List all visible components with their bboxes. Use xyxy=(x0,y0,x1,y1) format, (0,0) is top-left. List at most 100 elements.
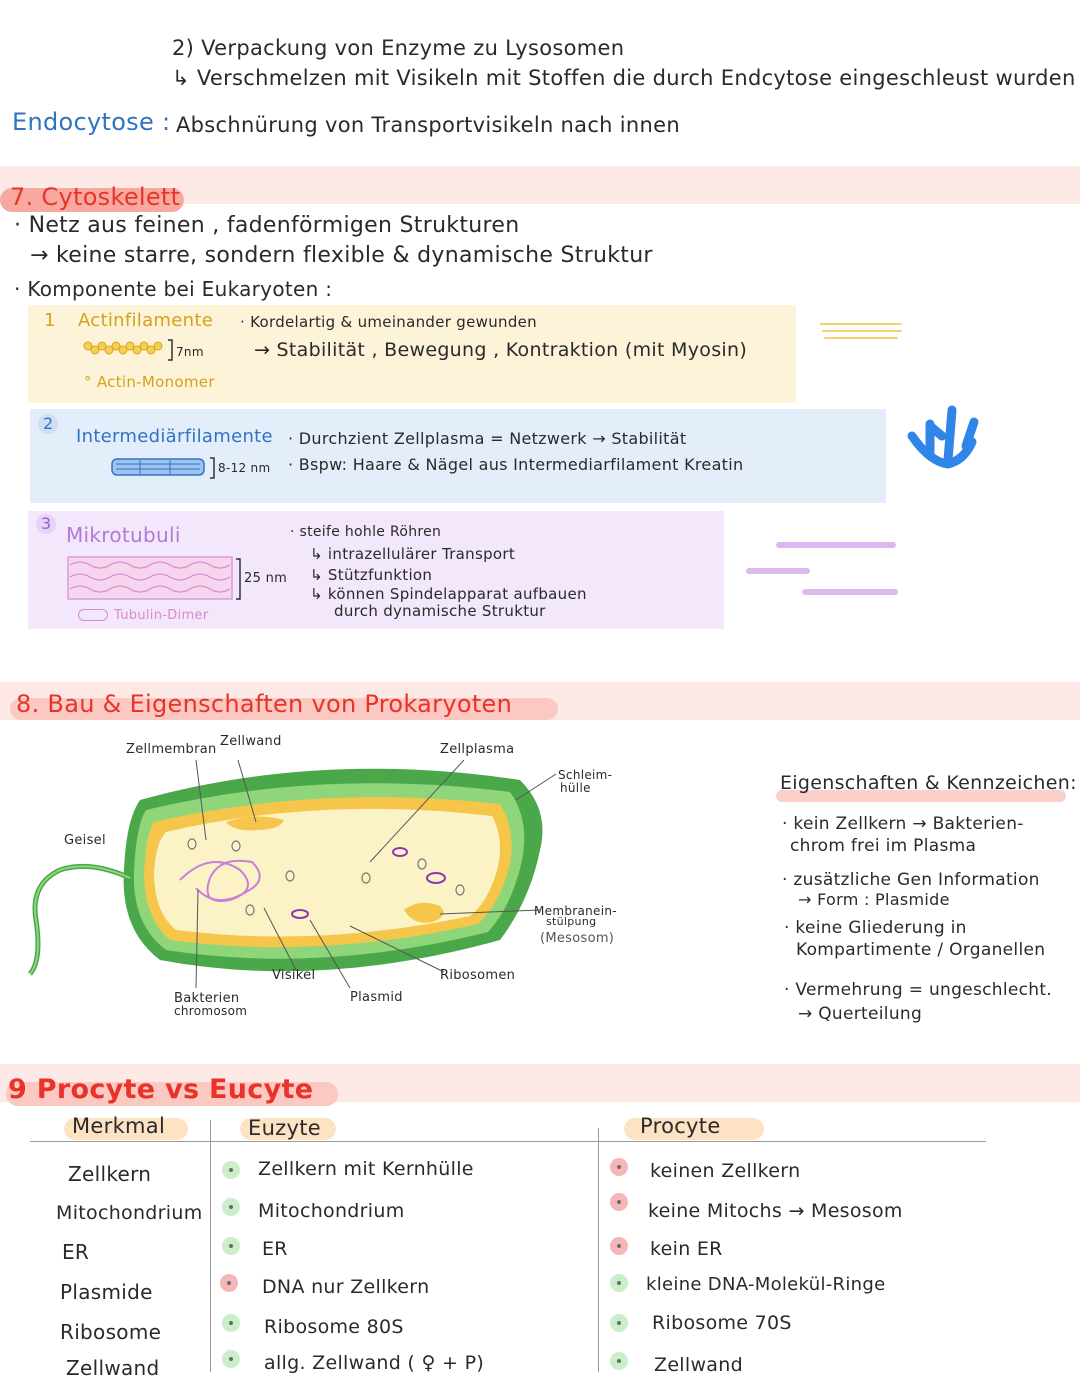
eucyte-green-dot xyxy=(222,1198,240,1216)
cytoskeleton-line2: → keine starre, sondern flexible & dynam… xyxy=(30,243,653,268)
cytoskeleton-line3: · Komponente bei Eukaryoten : xyxy=(14,277,333,301)
microtubule-desc2: ↳ intrazellulärer Transport xyxy=(310,545,516,563)
microtubule-name: Mikrotubuli xyxy=(66,523,181,547)
row-merkmal: Zellwand xyxy=(66,1356,160,1380)
table-col-divider xyxy=(598,1128,599,1372)
actin-name: Actinfilamente xyxy=(78,310,214,331)
header-procyte-highlight xyxy=(624,1118,764,1140)
row-procyte: kleine DNA-Molekül-Ringe xyxy=(646,1274,886,1295)
microtubule-deco-line xyxy=(746,568,810,574)
row-merkmal: Mitochondrium xyxy=(56,1202,203,1224)
header-merkmal-highlight xyxy=(64,1118,188,1140)
label-zellmembran: Zellmembran xyxy=(126,742,217,757)
label-ribosomen: Ribosomen xyxy=(440,968,516,983)
lysosome-subitem: ↳ Verschmelzen mit Visikeln mit Stoffen … xyxy=(172,66,1076,90)
row-eucyte: DNA nur Zellkern xyxy=(262,1276,430,1298)
row-procyte: kein ER xyxy=(650,1238,723,1260)
label-bakterien: Bakterien xyxy=(174,991,240,1006)
label-mesosom: (Mesosom) xyxy=(540,931,615,946)
intermediate-network-icon xyxy=(907,405,979,469)
lysosome-item: 2) Verpackung von Enzyme zu Lysosomen xyxy=(172,36,625,60)
row-eucyte: Ribosome 80S xyxy=(264,1316,404,1338)
label-plasmid: Plasmid xyxy=(350,990,403,1005)
section9-title: 9 Procyte vs Eucyte xyxy=(8,1074,314,1105)
actin-deco-line xyxy=(824,337,898,339)
tubulin-dimer-icon xyxy=(78,609,108,621)
microtubule-deco-line xyxy=(776,542,896,548)
header-procyte: Procyte xyxy=(640,1114,721,1138)
row-eucyte: Mitochondrium xyxy=(258,1200,405,1222)
tubulin-dimer-label: Tubulin-Dimer xyxy=(114,608,209,623)
section8-highlight xyxy=(10,698,558,720)
intermediate-number-bubble xyxy=(38,414,58,434)
table-header-divider xyxy=(30,1141,986,1142)
microtubule-icon xyxy=(67,556,241,600)
microtubule-desc3: ↳ Stützfunktion xyxy=(310,566,433,584)
procyte-green-dot xyxy=(610,1274,628,1292)
actin-desc2: → Stabilität , Bewegung , Kontraktion (m… xyxy=(254,339,748,361)
label-visikel: Visikel xyxy=(272,968,316,983)
actin-deco-line xyxy=(820,323,902,325)
intermediate-name: Intermediärfilamente xyxy=(76,426,273,447)
header-euzyte-highlight xyxy=(240,1118,336,1140)
eucyte-green-dot xyxy=(222,1350,240,1368)
prop-line: Kompartimente / Organellen xyxy=(796,940,1046,960)
intermediate-desc1: · Durchzient Zellplasma = Netzwerk → Sta… xyxy=(288,429,687,448)
prop-line: · kein Zellkern → Bakterien- xyxy=(782,814,1024,834)
props-title-highlight xyxy=(776,790,1066,802)
row-merkmal: Ribosome xyxy=(60,1320,162,1344)
microtubule-desc1: · steife hohle Röhren xyxy=(290,524,442,540)
intermediate-box xyxy=(30,409,886,503)
label-zellwand: Zellwand xyxy=(220,734,282,749)
label-geisel: Geisel xyxy=(64,833,106,848)
eucyte-green-dot xyxy=(222,1237,240,1255)
procyte-red-dot xyxy=(610,1237,628,1255)
row-merkmal: ER xyxy=(62,1240,90,1264)
intermediate-number: 2 xyxy=(43,414,54,433)
prop-line: → Form : Plasmide xyxy=(798,890,950,909)
endocytose-label: Endocytose : xyxy=(12,108,171,136)
eucyte-red-dot xyxy=(220,1274,238,1292)
intermediate-desc2: · Bspw: Haare & Nägel aus Intermediarfil… xyxy=(288,455,744,474)
prop-line: · Vermehrung = ungeschlecht. xyxy=(784,980,1052,1000)
label-chromosom: chromosom xyxy=(174,1004,248,1018)
intermediate-size: 8-12 nm xyxy=(218,461,271,475)
props-title: Eigenschaften & Kennzeichen: xyxy=(780,772,1077,794)
procyte-red-dot xyxy=(610,1158,628,1176)
microtubule-size: 25 nm xyxy=(244,571,288,586)
section7-title: 7. Cytoskelett xyxy=(10,183,181,211)
label-zellplasma: Zellplasma xyxy=(440,742,515,757)
microtubule-number: 3 xyxy=(41,514,52,533)
procyte-green-dot xyxy=(610,1314,628,1332)
prop-line: → Querteilung xyxy=(798,1004,923,1024)
row-procyte: keine Mitochs → Mesosom xyxy=(648,1200,903,1222)
eucyte-green-dot xyxy=(222,1161,240,1179)
prop-line: · keine Gliederung in xyxy=(784,918,967,938)
row-eucyte: Zellkern mit Kernhülle xyxy=(258,1158,474,1180)
microtubule-desc4: ↳ können Spindelapparat aufbauen xyxy=(310,585,587,603)
row-eucyte: allg. Zellwand ( ♀ + P) xyxy=(264,1352,485,1374)
prop-line: · zusätzliche Gen Information xyxy=(782,870,1040,890)
endocytose-definition: Abschnürung von Transportvisikeln nach i… xyxy=(176,113,680,137)
section9-highlight xyxy=(6,1082,338,1106)
procyte-red-dot xyxy=(610,1193,628,1211)
actin-desc1: · Kordelartig & umeinander gewunden xyxy=(240,313,537,331)
row-procyte: Ribosome 70S xyxy=(652,1312,792,1334)
microtubule-number-bubble xyxy=(36,514,56,534)
cytoskeleton-line1: · Netz aus feinen , fadenförmigen Strukt… xyxy=(14,213,520,238)
eucyte-green-dot xyxy=(222,1314,240,1332)
row-merkmal: Plasmide xyxy=(60,1280,153,1304)
row-procyte: keinen Zellkern xyxy=(650,1160,801,1182)
prop-line: chrom frei im Plasma xyxy=(790,836,977,856)
label-schleim: Schleim- xyxy=(558,768,613,782)
row-merkmal: Zellkern xyxy=(68,1162,152,1186)
label-membraneinstuelpung: Membranein- xyxy=(534,904,617,918)
procyte-green-dot xyxy=(610,1352,628,1370)
table-col-divider xyxy=(210,1120,211,1372)
row-procyte: Zellwand xyxy=(654,1354,743,1376)
actin-filament-icon xyxy=(83,339,173,361)
actin-box xyxy=(28,305,796,403)
microtubule-desc5: durch dynamische Struktur xyxy=(334,602,546,620)
section7-highlight xyxy=(0,188,184,212)
header-merkmal: Merkmal xyxy=(72,1114,166,1138)
